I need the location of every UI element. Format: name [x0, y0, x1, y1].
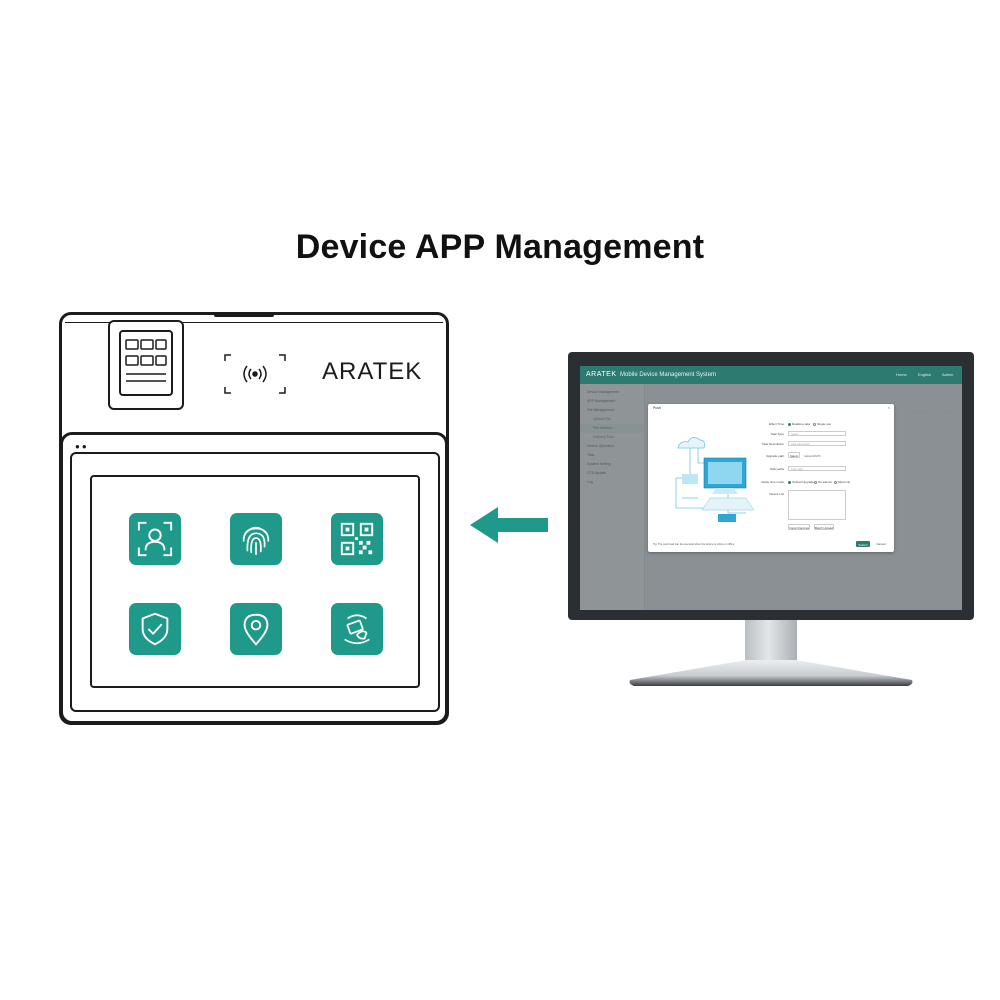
radio-selected-icon — [788, 422, 791, 426]
qr-code-app[interactable] — [331, 513, 383, 565]
screen-bezel — [60, 432, 448, 724]
task-paths-input[interactable]: Task paths — [788, 466, 846, 471]
monitor-screen: ARATEK Mobile Device Management System H… — [580, 366, 962, 610]
arrow-left-icon — [470, 507, 548, 543]
security-app[interactable] — [129, 603, 181, 655]
location-pin-icon — [243, 613, 269, 646]
sensor-grid-icon — [125, 339, 167, 382]
dialog-title: Push — [653, 406, 661, 410]
import-devices-button[interactable]: Import Devices — [788, 524, 810, 530]
select-path-button[interactable]: Select — [788, 452, 800, 458]
radio-upload-upgrade[interactable]: Upload Upgrade — [788, 480, 814, 484]
radio-silent-no[interactable]: Silent No — [834, 480, 850, 484]
device-top-slot — [214, 312, 274, 317]
header-link-language[interactable]: English — [918, 372, 932, 377]
label-task-paths: Task paths — [769, 467, 784, 471]
label-task-description: Task Description — [761, 442, 784, 446]
device-top-line — [65, 322, 443, 323]
device-screen — [90, 475, 420, 688]
fingerprint-sensor-window — [119, 330, 173, 396]
mds-header: ARATEK Mobile Device Management System H… — [580, 366, 962, 384]
header-link-home[interactable]: Home — [896, 372, 907, 377]
network-illustration — [675, 437, 755, 522]
dialog-tip: Tip: The push task can be executed when … — [653, 543, 735, 546]
face-recognition-app[interactable] — [129, 513, 181, 565]
submit-button[interactable]: Submit — [856, 541, 870, 547]
radio-no-silence[interactable]: No silence — [814, 480, 832, 484]
shield-check-icon — [141, 612, 169, 646]
label-effect-time: Effect Time — [769, 422, 784, 426]
fingerprint-icon — [242, 526, 270, 556]
location-app[interactable] — [230, 603, 282, 655]
radio-unselected-icon — [813, 422, 816, 426]
label-upgrade-path: Upgrade path — [765, 454, 784, 458]
label-task-type: Task Type — [770, 432, 784, 436]
label-delay-time-mode: Delay time mode — [761, 480, 784, 484]
radio-selected-icon — [788, 480, 791, 484]
qr-code-icon — [340, 522, 374, 556]
face-recognition-icon — [137, 521, 173, 557]
mds-system-title: Mobile Device Management System — [620, 372, 717, 378]
mds-logo: ARATEK — [586, 371, 617, 378]
fingerprint-app[interactable] — [230, 513, 282, 565]
screen-frame — [70, 452, 440, 712]
header-link-admin[interactable]: Admin — [942, 372, 954, 377]
radio-unselected-icon — [814, 480, 817, 484]
cancel-button[interactable]: Cancel — [874, 541, 888, 547]
push-dialog: Push × Effect Time Realt — [648, 404, 894, 552]
brand-logo: ARATEK — [322, 358, 423, 385]
nfc-reader-icon — [224, 354, 286, 394]
monitor-base — [629, 660, 913, 686]
page-title: Device APP Management — [295, 228, 705, 266]
modal-overlay: Push × Effect Time Realt — [580, 384, 962, 610]
contactless-card-icon — [344, 614, 370, 645]
device-list-textarea[interactable] — [788, 490, 846, 520]
radio-realtime[interactable]: Realtime take — [788, 422, 810, 426]
camera-dots: ●● — [75, 442, 89, 451]
batch-upload-button[interactable]: Batch Upload — [814, 524, 834, 530]
fingerprint-sensor — [108, 320, 184, 410]
task-description-input[interactable]: Task Description — [788, 441, 846, 446]
close-icon[interactable]: × — [887, 405, 890, 410]
upgrade-path-value: /sdcard/APK — [804, 454, 821, 458]
contactless-card-app[interactable] — [331, 603, 383, 655]
label-device-list: Device List — [769, 492, 784, 496]
radio-single-use[interactable]: Single use — [813, 422, 831, 426]
task-type-select[interactable]: Select — [788, 431, 846, 436]
radio-unselected-icon — [834, 480, 837, 484]
